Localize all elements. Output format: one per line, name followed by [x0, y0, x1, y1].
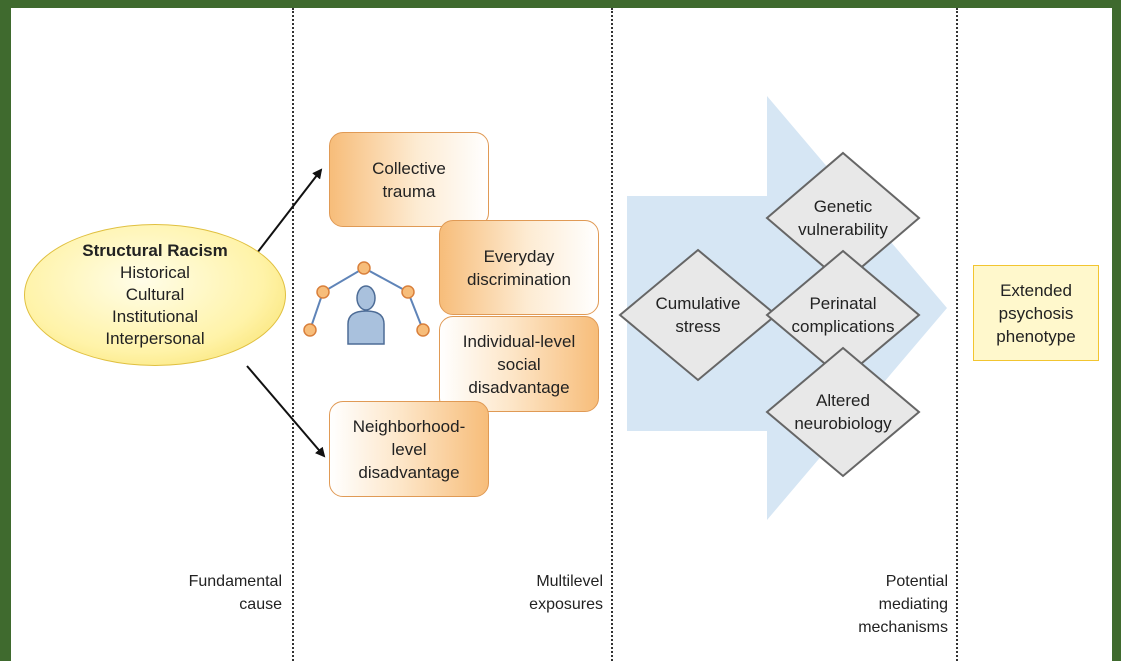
box-line: disadvantage — [468, 377, 570, 397]
everyday-discrimination-box: Everyday discrimination — [439, 220, 599, 315]
column-label-multilevel: Multilevel exposures — [529, 570, 603, 616]
box-line: Individual-level — [462, 331, 576, 351]
diagram-canvas: Structural Racism Historical Cultural In… — [11, 8, 1112, 661]
box-line: level — [391, 439, 427, 459]
diamond-line: stress — [675, 317, 721, 336]
diamond-neuro — [765, 346, 921, 478]
diamond-line: neurobiology — [794, 414, 892, 433]
label-line: mediating — [878, 596, 948, 613]
arrow-to-collective-trauma — [246, 168, 323, 267]
altered-neurobiology-label: Altered neurobiology — [794, 389, 891, 435]
box-line: disadvantage — [358, 462, 460, 482]
column-label-fundamental: Fundamental cause — [189, 570, 282, 616]
diamond-cumulative — [618, 248, 778, 382]
box-line: discrimination — [467, 269, 571, 289]
separator-multilevel — [611, 8, 613, 661]
box-line: trauma — [382, 181, 436, 201]
label-line: Multilevel — [536, 573, 603, 590]
diamond-line: Cumulative — [655, 294, 741, 313]
diamond-line: vulnerability — [798, 220, 888, 239]
extended-psychosis-phenotype-box: Extended psychosis phenotype — [973, 265, 1099, 361]
outcome-line: Extended — [1000, 280, 1072, 300]
outcome-line: phenotype — [996, 326, 1076, 346]
diamond-line: Altered — [816, 391, 870, 410]
neighborhood-disadvantage-box: Neighborhood- level disadvantage — [329, 401, 489, 497]
label-line: mechanisms — [858, 619, 948, 636]
label-line: Potential — [885, 573, 948, 590]
outcome-line: psychosis — [998, 303, 1074, 323]
label-line: exposures — [529, 596, 603, 613]
box-line: Neighborhood- — [352, 416, 466, 436]
separator-mediating — [956, 8, 958, 661]
structural-racism-line: Historical — [120, 263, 190, 282]
diagram-graphics — [246, 96, 947, 520]
diamond-line: Perinatal — [809, 294, 877, 313]
arrow-to-neighborhood — [246, 365, 326, 458]
structural-racism-line: Institutional — [112, 307, 198, 326]
box-line: social — [497, 354, 541, 374]
structural-racism-line: Interpersonal — [105, 329, 205, 348]
diamond-line: Genetic — [813, 197, 873, 216]
genetic-vulnerability-label: Genetic vulnerability — [798, 195, 888, 241]
structural-racism-node: Structural Racism Historical Cultural In… — [24, 224, 286, 366]
diamond-line: complications — [791, 317, 895, 336]
individual-disadvantage-box: Individual-level social disadvantage — [439, 316, 599, 412]
label-line: Fundamental — [188, 573, 282, 590]
structural-racism-line: Cultural — [125, 285, 185, 304]
structural-racism-title: Structural Racism — [82, 241, 228, 260]
separator-fundamental — [292, 8, 294, 661]
cumulative-stress-label: Cumulative stress — [655, 292, 740, 338]
perinatal-complications-label: Perinatal complications — [792, 292, 895, 338]
person-icon — [347, 285, 385, 345]
box-line: Collective — [372, 158, 446, 178]
box-line: Everyday — [483, 246, 555, 266]
column-label-mediating: Potential mediating mechanisms — [858, 570, 948, 639]
collective-trauma-box: Collective trauma — [329, 132, 489, 227]
social-network-icon — [303, 261, 430, 337]
label-line: cause — [239, 596, 282, 613]
